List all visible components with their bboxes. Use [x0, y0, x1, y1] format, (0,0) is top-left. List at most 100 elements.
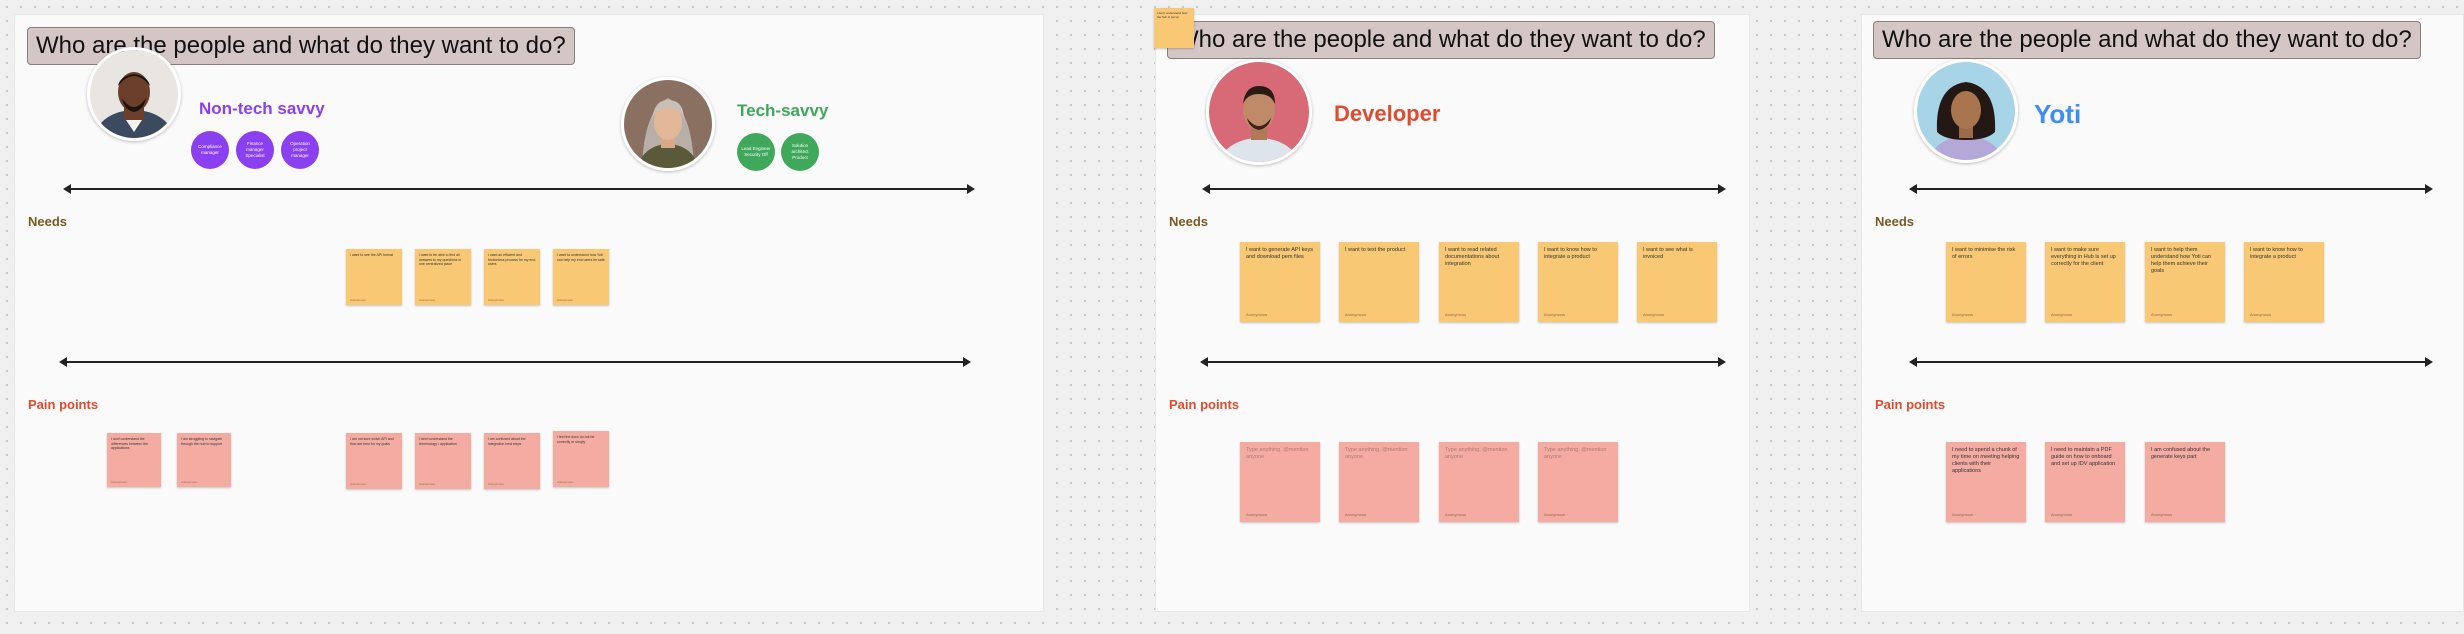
sticky-author: Anonymous [2151, 512, 2173, 517]
sticky-text: I am struggling to navigate through the … [181, 437, 223, 446]
persona-name-non-tech: Non-tech savvy [199, 99, 325, 118]
avatar-tech [621, 77, 715, 171]
sticky-author: Anonymous [2051, 312, 2073, 317]
sticky-author: Anonymous [2151, 312, 2173, 317]
sticky-need[interactable]: I want to make sure everything in Hub is… [2045, 242, 2125, 322]
sticky-pain[interactable]: I am confused about the integration best… [484, 433, 540, 489]
persona-name-yoti: Yoti [2034, 99, 2082, 129]
sticky-pain[interactable]: I am confused about the generate keys pa… [2145, 442, 2225, 522]
sticky-text: I want to know how to integrate a produc… [2250, 247, 2303, 260]
sticky-need[interactable]: I want to read related documentations ab… [1439, 242, 1519, 322]
avatar-developer [1206, 59, 1312, 165]
sticky-text: I want to see the API format [350, 253, 393, 257]
sticky-author: Anonymous [488, 297, 504, 302]
pain-points-label: Pain points [1875, 397, 1946, 412]
axis-pain [59, 357, 971, 367]
sticky-author: Anonymous [1246, 312, 1268, 317]
sticky-pain[interactable]: I feel the docs do not be correctly or s… [553, 431, 609, 487]
sticky-text: I want to help them understand how Yoti … [2151, 247, 2211, 274]
role-chip: Solution architect Product [781, 133, 819, 171]
axis-pain [1909, 357, 2433, 367]
sticky-pain[interactable]: I am not sure which API and flow are bes… [346, 433, 402, 489]
sticky-pain[interactable]: I don't understand the differences betwe… [107, 433, 161, 487]
sticky-need[interactable]: I want to know how to integrate a produc… [1538, 242, 1618, 322]
sticky-author: Anonymous [111, 479, 127, 484]
sticky-text: Type anything, @mention anyone [1345, 447, 1408, 460]
frame-title[interactable]: Who are the people and what do they want… [1167, 21, 1715, 59]
sticky-pain[interactable]: I need to maintain a PDF guide on how to… [2045, 442, 2125, 522]
sticky-author: Anonymous [1544, 512, 1566, 517]
frame-non-tech-tech[interactable]: Who are the people and what do they want… [14, 14, 1044, 612]
sticky-text: I am confused about the integration best… [488, 437, 526, 446]
sticky-author: Anonymous [1246, 512, 1268, 517]
sticky-text: Type anything, @mention anyone [1246, 447, 1309, 460]
sticky-text: I am confused about the generate keys pa… [2151, 447, 2211, 460]
avatar-yoti [1914, 59, 2018, 163]
persona-name-tech: Tech-savvy [737, 101, 829, 120]
sticky-text: I want to know how to integrate a produc… [1544, 247, 1597, 260]
frame-developer[interactable]: Who are the people and what do they want… [1155, 14, 1750, 612]
sticky-author: Anonymous [350, 481, 366, 486]
sticky-text: I want an efficient and frictionless pro… [488, 253, 536, 266]
avatar-non-tech [87, 47, 181, 141]
pain-points-label: Pain points [1169, 397, 1240, 412]
sticky-text: I am not sure which API and flow are bes… [350, 437, 394, 446]
sticky-need[interactable]: I want to help them understand how Yoti … [2145, 242, 2225, 322]
sticky-text: I want to see what is invoiced [1643, 247, 1693, 260]
axis-needs [1909, 184, 2433, 194]
axis-needs [63, 184, 975, 194]
sticky-text: I feel the docs do not be correctly or s… [557, 435, 595, 444]
sticky-author: Anonymous [1544, 312, 1566, 317]
needs-label: Needs [1169, 214, 1209, 229]
role-chip: Finance manager Specialist [236, 131, 274, 169]
persona-name-developer: Developer [1334, 101, 1441, 126]
sticky-author: Anonymous [557, 297, 573, 302]
sticky-text: Type anything, @mention anyone [1544, 447, 1607, 460]
sticky-author: Anonymous [1643, 312, 1665, 317]
role-chip: Operation project manager [281, 131, 319, 169]
sticky-text: I want to be able to find all answers to… [419, 253, 462, 266]
sticky-corner-note[interactable]: I don't understand how the hub is set up [1154, 8, 1194, 48]
sticky-text: I don't understand the terminology / app… [419, 437, 457, 446]
sticky-pain[interactable]: I need to spend a chunk of my time on me… [1946, 442, 2026, 522]
frame-yoti[interactable]: Who are the people and what do they want… [1861, 14, 2464, 612]
sticky-text: I want to generate API keys and download… [1246, 247, 1313, 260]
axis-pain [1200, 357, 1726, 367]
needs-label: Needs [1875, 214, 1915, 229]
sticky-need[interactable]: I want to be able to find all answers to… [415, 249, 471, 305]
sticky-need[interactable]: I want to know how to integrate a produc… [2244, 242, 2324, 322]
sticky-text: I want to understand how Yoti can help m… [557, 253, 605, 262]
sticky-pain[interactable]: I am struggling to navigate through the … [177, 433, 231, 487]
sticky-author: Anonymous [1445, 312, 1467, 317]
sticky-need[interactable]: I want an efficient and frictionless pro… [484, 249, 540, 305]
sticky-text: I need to spend a chunk of my time on me… [1952, 447, 2020, 474]
needs-label: Needs [28, 214, 68, 229]
sticky-author: Anonymous [488, 481, 504, 486]
sticky-text: I don't understand the differences betwe… [111, 437, 149, 450]
frame-title[interactable]: Who are the people and what do they want… [1873, 21, 2421, 59]
sticky-author: Anonymous [2250, 312, 2272, 317]
sticky-need[interactable]: I want to understand how Yoti can help m… [553, 249, 609, 305]
sticky-pain[interactable]: I don't understand the terminology / app… [415, 433, 471, 489]
sticky-author: Anonymous [1952, 312, 1974, 317]
pain-points-label: Pain points [28, 397, 99, 412]
sticky-author: Anonymous [2051, 512, 2073, 517]
role-chip: Lead Engineer Security Off [737, 133, 775, 171]
sticky-text: I want to test the product [1345, 247, 1406, 253]
sticky-text: I want to read related documentations ab… [1445, 247, 1500, 267]
sticky-text: Type anything, @mention anyone [1445, 447, 1508, 460]
sticky-text: I want to make sure everything in Hub is… [2051, 247, 2116, 267]
sticky-author: Anonymous [1345, 312, 1367, 317]
sticky-text: I don't understand how the hub is set up [1157, 11, 1188, 19]
sticky-author: Anonymous [181, 479, 197, 484]
sticky-author: Anonymous [419, 481, 435, 486]
sticky-need[interactable]: I want to generate API keys and download… [1240, 242, 1320, 322]
